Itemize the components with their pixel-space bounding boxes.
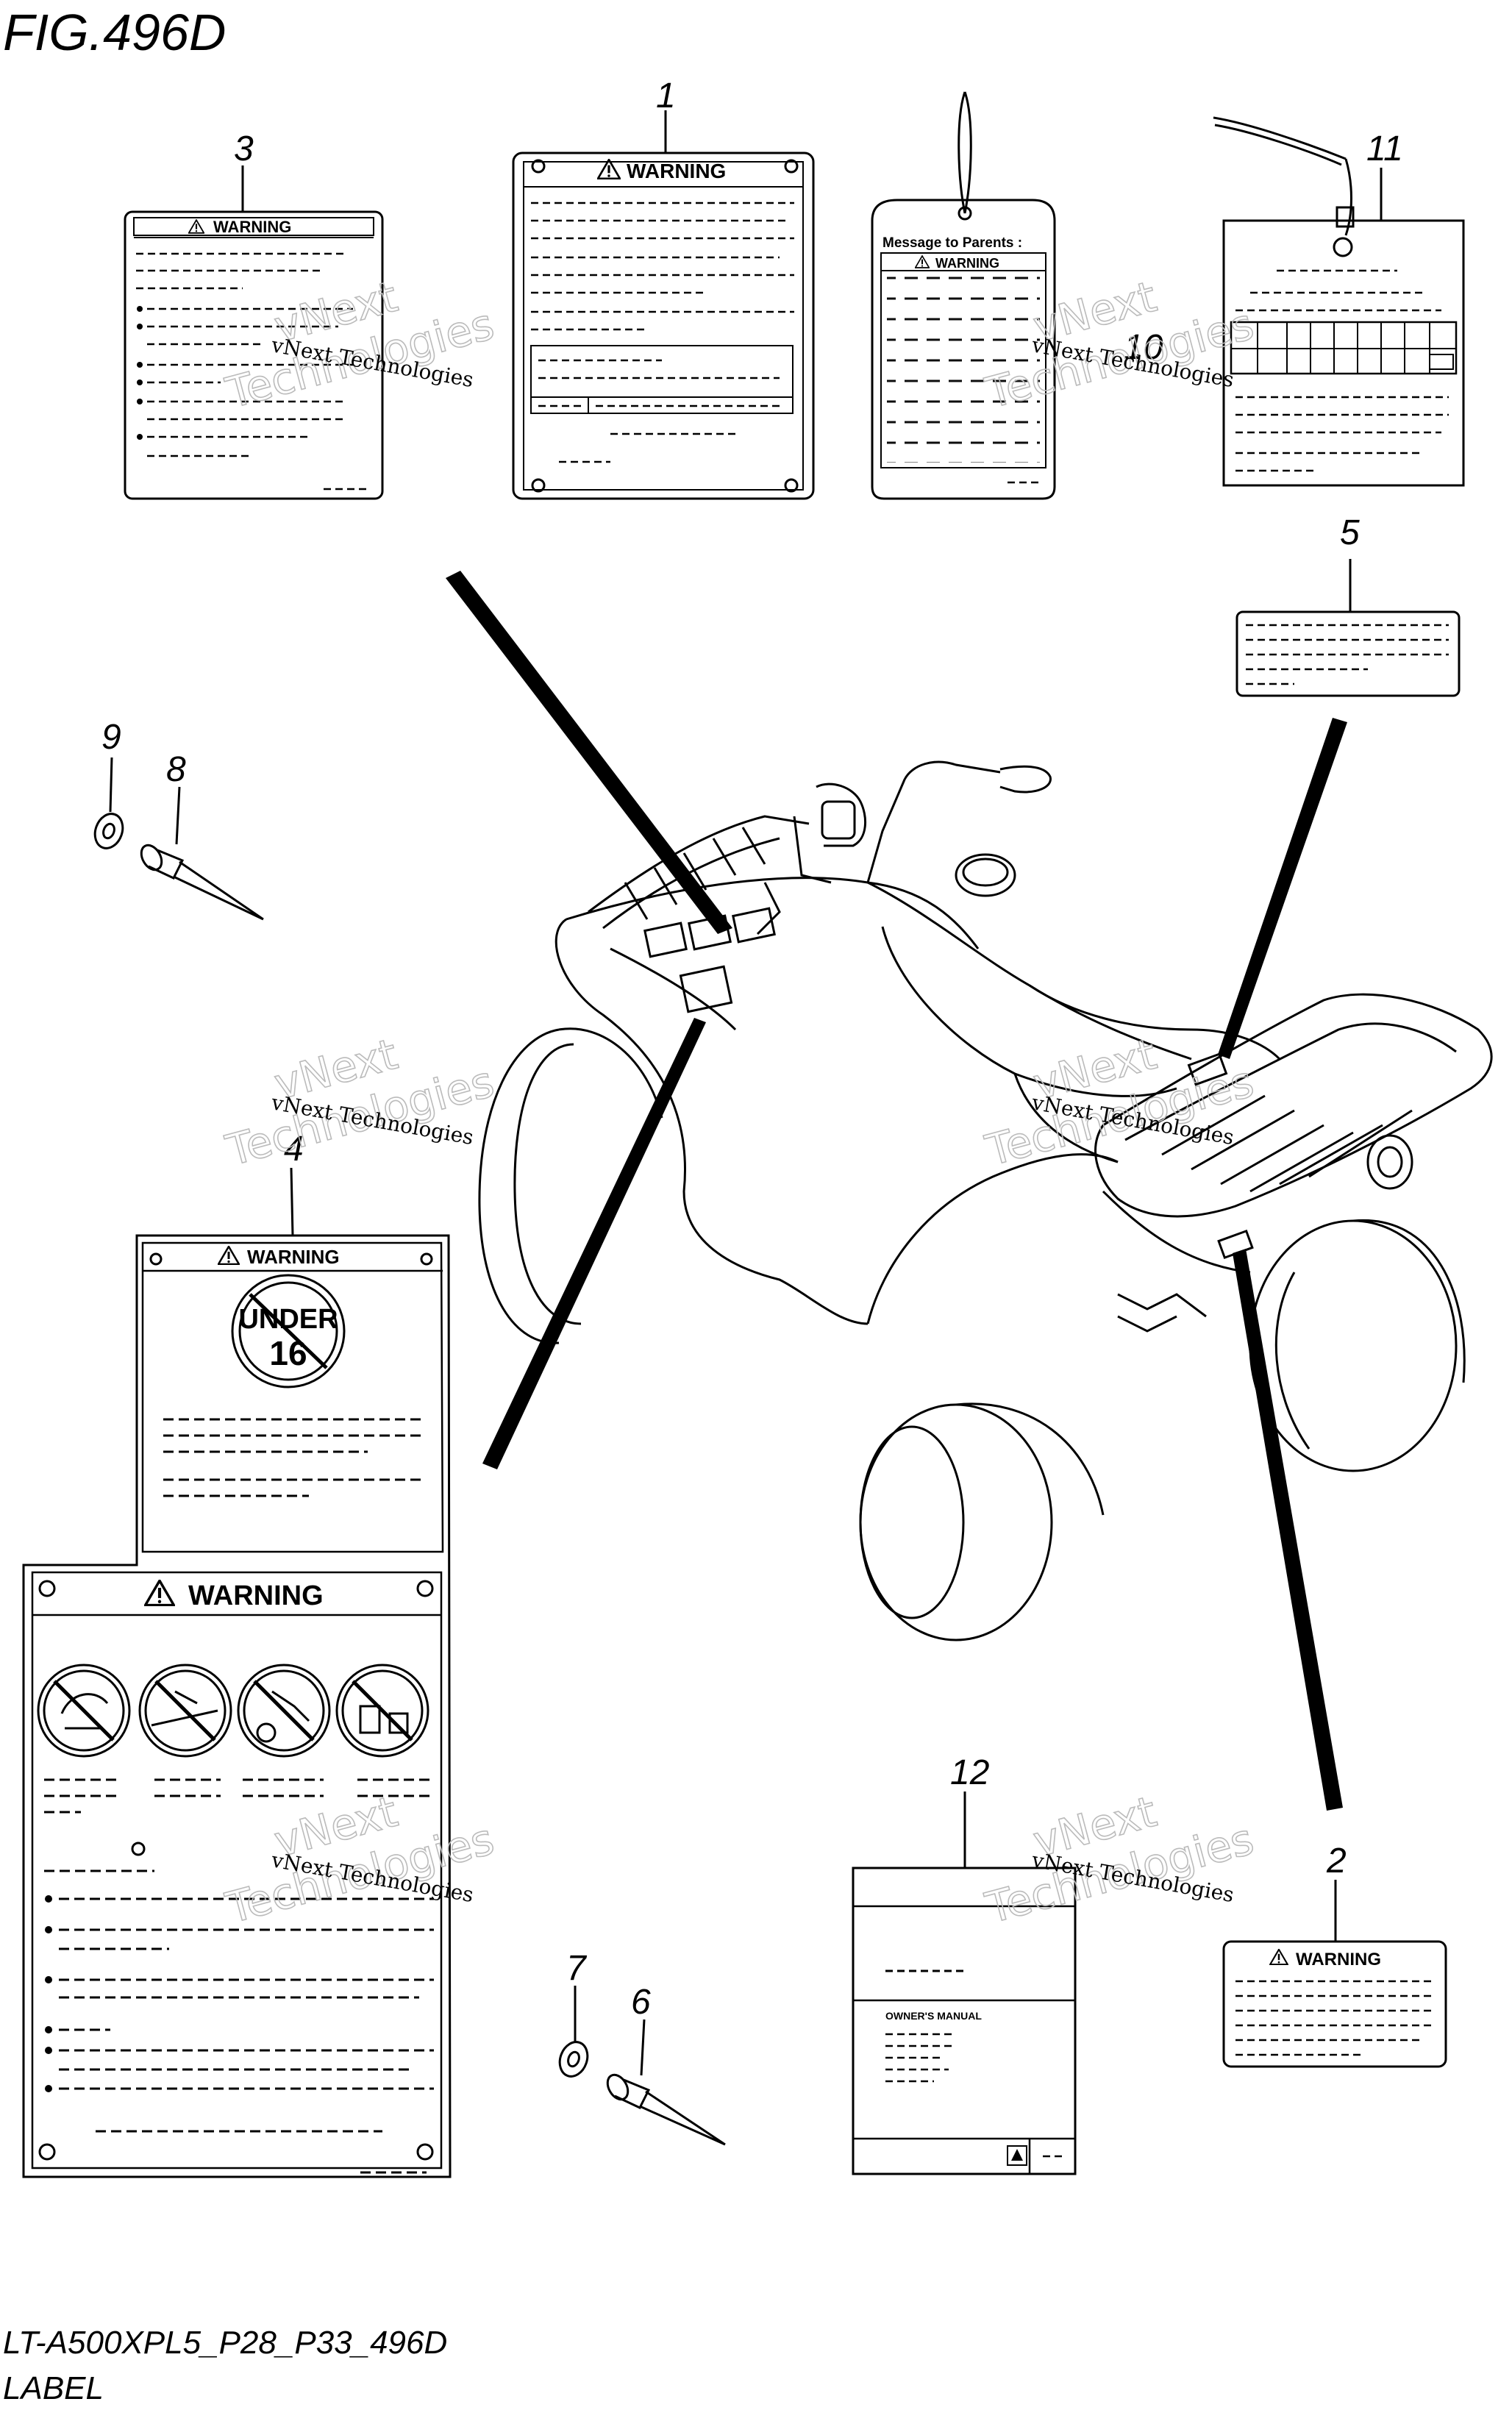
label-1-warning-text: WARNING xyxy=(627,160,726,182)
message-to-parents-text: Message to Parents : xyxy=(882,235,1022,251)
label-4-top-warning-text: WARNING xyxy=(247,1246,340,1268)
callout-1: 1 xyxy=(656,76,676,115)
part-7-washer xyxy=(558,2041,589,2078)
owners-manual-text: OWNER'S MANUAL xyxy=(885,2010,982,2022)
watermark-bottom-right: vNext Technologies vNext Technologies xyxy=(980,1786,1259,1933)
label-10: Message to Parents : WARNING xyxy=(871,91,1056,500)
callout-11: 11 xyxy=(1366,129,1403,168)
callout-3: 3 xyxy=(234,129,254,168)
callout-5: 5 xyxy=(1340,513,1360,552)
callout-7: 7 xyxy=(566,1949,588,1988)
pointer-to-label-2 xyxy=(1233,1249,1343,1811)
leader-8 xyxy=(175,786,181,845)
pointer-to-label-1 xyxy=(446,571,732,934)
watermark-bottom-left: vNext Technologies vNext Technologies xyxy=(220,1786,499,1933)
label-3-warning-text: WARNING xyxy=(213,218,291,236)
pointer-to-label-5 xyxy=(1218,718,1347,1059)
label-11 xyxy=(1213,116,1465,487)
callout-2: 2 xyxy=(1326,1842,1347,1880)
part-8-pin xyxy=(140,844,264,921)
model-code: LT-A500XPL5_P28_P33_496D xyxy=(3,2325,447,2361)
label-2: WARNING xyxy=(1222,1940,1447,2068)
label-4-main-warning-text: WARNING xyxy=(188,1580,324,1611)
figure-caption: LABEL xyxy=(3,2370,104,2406)
label-1: WARNING xyxy=(512,151,815,500)
label-4: WARNING UNDER 16 WARNING xyxy=(22,1234,452,2178)
label-3: WARNING xyxy=(124,210,384,500)
figure-title: FIG.496D xyxy=(3,4,226,61)
watermark-top-left: vNext Technologies vNext Technologies xyxy=(220,271,499,418)
pointer-to-label-4 xyxy=(482,1018,706,1469)
label-10-warning-text: WARNING xyxy=(935,256,999,271)
callout-12: 12 xyxy=(950,1753,989,1792)
leader-4 xyxy=(290,1167,294,1236)
callout-9: 9 xyxy=(101,718,121,757)
label-2-warning-text: WARNING xyxy=(1296,1950,1381,1969)
part-6-pin xyxy=(606,2073,726,2146)
label-5 xyxy=(1235,610,1461,697)
callout-4: 4 xyxy=(284,1130,304,1169)
callout-10: 10 xyxy=(1124,328,1163,367)
leader-9 xyxy=(109,757,113,813)
atv-illustration xyxy=(478,760,1493,1641)
under-text: UNDER xyxy=(238,1304,338,1335)
callout-8: 8 xyxy=(166,750,186,789)
leader-6 xyxy=(640,2019,646,2076)
callout-6: 6 xyxy=(631,1983,651,2022)
under-age-text: 16 xyxy=(269,1334,307,1372)
label-12-owners-manual: OWNER'S MANUAL xyxy=(852,1867,1077,2175)
part-9-washer xyxy=(93,813,124,849)
watermark-middle-left: vNext Technologies vNext Technologies xyxy=(220,1028,499,1176)
